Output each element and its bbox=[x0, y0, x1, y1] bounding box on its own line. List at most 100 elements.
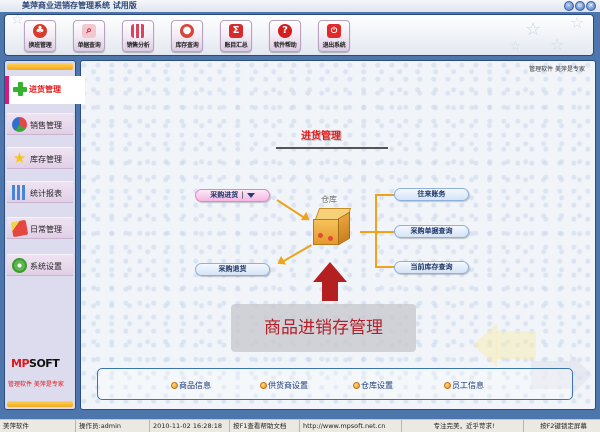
sidebar-item-label: 系统设置 bbox=[30, 262, 62, 271]
main-slogan: 管理软件 美萍是专家 bbox=[529, 66, 585, 73]
flow-arrow-out bbox=[281, 244, 312, 263]
sidebar-item-label: 进货管理 bbox=[29, 85, 61, 94]
up-arrow-stem bbox=[322, 281, 338, 301]
bar-chart-icon: ▮ bbox=[131, 24, 145, 38]
sidebar-item-sales[interactable]: 销售管理 bbox=[7, 113, 73, 135]
current-stock-query-button[interactable]: 当前库存查询 bbox=[394, 261, 469, 274]
toolbar-button-label: 退出系统 bbox=[322, 42, 346, 49]
bracket-connector bbox=[375, 231, 395, 233]
stock-icon: ● bbox=[180, 24, 194, 38]
power-icon: ⏻ bbox=[327, 24, 341, 38]
sidebar-item-label: 统计报表 bbox=[30, 189, 62, 198]
star-icon: ★ bbox=[12, 149, 27, 167]
restore-button[interactable]: ▫ bbox=[575, 1, 585, 11]
section-divider bbox=[276, 147, 388, 149]
toolbar-button-label: 换班管理 bbox=[28, 42, 52, 49]
sidebar-item-label: 日常管理 bbox=[30, 225, 62, 234]
bracket-connector bbox=[375, 266, 395, 268]
close-button[interactable]: × bbox=[586, 1, 596, 11]
sidebar: 进货管理 销售管理 ★ 库存管理 统计报表 日常管理 系统设置 MPSOFT 管… bbox=[4, 60, 85, 410]
window-title: 美萍商业进销存管理系统 试用版 bbox=[22, 1, 137, 10]
minimize-icon: – bbox=[567, 2, 571, 9]
sidebar-item-label: 库存管理 bbox=[30, 155, 62, 164]
toolbar-button-label: 销售分析 bbox=[126, 42, 150, 49]
dropdown-caret-icon[interactable] bbox=[246, 192, 255, 198]
star-decoration-icon: ☆ bbox=[11, 14, 24, 28]
forward-arrow-icon[interactable] bbox=[570, 353, 592, 397]
title-bar[interactable]: 美萍商业进销存管理系统 试用版 – ▫ × bbox=[0, 0, 600, 12]
quick-link-employee-info[interactable]: 员工信息 bbox=[444, 380, 484, 391]
toolbar-bill-query-button[interactable]: ⌕ 单据查询 bbox=[73, 20, 105, 52]
up-arrow-icon bbox=[313, 262, 347, 282]
magnifier-icon: ⌕ bbox=[82, 24, 96, 38]
bar-chart-icon bbox=[12, 185, 27, 200]
toolbar-button-label: 库存查询 bbox=[175, 42, 199, 49]
back-arrow-icon[interactable] bbox=[473, 323, 497, 367]
window-controls: – ▫ × bbox=[564, 1, 596, 11]
back-arrow-body[interactable] bbox=[496, 331, 536, 359]
toolbar-help-button[interactable]: ? 软件帮助 bbox=[269, 20, 301, 52]
status-app-name: 美萍软件 bbox=[0, 420, 76, 432]
sidebar-item-label: 销售管理 bbox=[30, 121, 62, 130]
sidebar-top-strip bbox=[7, 63, 73, 70]
warehouse-box-icon bbox=[313, 208, 353, 246]
status-motto: 专注完美，近乎苛求! bbox=[402, 420, 524, 432]
purchase-in-label: 采购进货 bbox=[210, 191, 239, 199]
status-datetime: 2010-11-02 16:28:18 bbox=[150, 420, 230, 432]
star-decoration-icon: ☆ bbox=[510, 39, 521, 53]
restore-icon: ▫ bbox=[577, 2, 583, 9]
forward-arrow-body[interactable] bbox=[531, 361, 571, 389]
bullet-icon bbox=[444, 382, 451, 389]
toolbar-sales-analysis-button[interactable]: ▮ 销售分析 bbox=[122, 20, 154, 52]
quick-link-supplier-settings[interactable]: 供货商设置 bbox=[260, 380, 308, 391]
pie-chart-icon bbox=[12, 117, 27, 132]
gear-icon bbox=[12, 258, 27, 273]
toolbar: ☆ ☆ ☆ ☆ ☆ ☆ ♣ 换班管理 ⌕ 单据查询 ▮ 销售分析 ● 库存查询 … bbox=[4, 14, 594, 56]
accounts-button[interactable]: 往来账务 bbox=[394, 188, 469, 201]
toolbar-frame: ☆ ☆ ☆ ☆ ☆ ☆ ♣ 换班管理 ⌕ 单据查询 ▮ 销售分析 ● 库存查询 … bbox=[0, 12, 600, 58]
toolbar-exit-button[interactable]: ⏻ 退出系统 bbox=[318, 20, 350, 52]
status-website: http://www.mpsoft.net.cn bbox=[300, 420, 402, 432]
bracket-connector bbox=[360, 231, 376, 233]
purchase-in-button[interactable]: 采购进货| bbox=[195, 189, 270, 202]
close-icon: × bbox=[588, 2, 594, 9]
sidebar-item-daily[interactable]: 日常管理 bbox=[7, 217, 73, 239]
sidebar-item-inventory[interactable]: ★ 库存管理 bbox=[7, 147, 73, 169]
toolbar-shift-button[interactable]: ♣ 换班管理 bbox=[24, 20, 56, 52]
bullet-icon bbox=[260, 382, 267, 389]
sidebar-item-purchase[interactable]: 进货管理 bbox=[5, 76, 85, 104]
toolbar-button-label: 软件帮助 bbox=[273, 42, 297, 49]
status-bar: 美萍软件 操作员:admin 2010-11-02 16:28:18 按F1查看… bbox=[0, 419, 600, 432]
quick-links-panel: 商品信息 供货商设置 仓库设置 员工信息 bbox=[97, 368, 573, 400]
section-title: 进货管理 bbox=[301, 131, 341, 142]
plus-icon bbox=[13, 82, 27, 96]
bullet-icon bbox=[171, 382, 178, 389]
toolbar-button-label: 账目汇总 bbox=[224, 42, 248, 49]
shift-users-icon: ♣ bbox=[33, 24, 47, 38]
module-banner: 商品进销存管理 bbox=[231, 304, 416, 352]
purchase-return-button[interactable]: 采购退货 bbox=[195, 263, 270, 276]
status-help-hint: 按F1查看帮助文档 bbox=[230, 420, 300, 432]
status-lock-hint: 按F2键锁定屏幕 bbox=[540, 422, 587, 430]
sidebar-item-reports[interactable]: 统计报表 bbox=[7, 181, 73, 203]
sigma-icon: Σ bbox=[229, 24, 243, 38]
star-decoration-icon: ☆ bbox=[525, 19, 542, 40]
sidebar-item-settings[interactable]: 系统设置 bbox=[7, 254, 73, 276]
status-operator: 操作员:admin bbox=[76, 420, 150, 432]
warehouse-label: 仓库 bbox=[321, 195, 337, 204]
quick-link-warehouse-settings[interactable]: 仓库设置 bbox=[353, 380, 393, 391]
flow-arrow-in bbox=[276, 199, 307, 220]
bracket-connector bbox=[375, 194, 377, 267]
toolbar-account-summary-button[interactable]: Σ 账目汇总 bbox=[220, 20, 252, 52]
arrow-head-icon bbox=[274, 255, 287, 269]
toolbar-button-label: 单据查询 bbox=[77, 42, 101, 49]
purchase-bill-query-button[interactable]: 采购单据查询 bbox=[394, 225, 469, 238]
minimize-button[interactable]: – bbox=[564, 1, 574, 11]
quick-link-product-info[interactable]: 商品信息 bbox=[171, 380, 211, 391]
toolbar-stock-query-button[interactable]: ● 库存查询 bbox=[171, 20, 203, 52]
bracket-connector bbox=[375, 194, 395, 196]
brush-icon bbox=[10, 219, 29, 238]
sidebar-bottom-strip bbox=[7, 401, 73, 407]
arrow-head-icon bbox=[300, 211, 313, 225]
sidebar-slogan: 管理软件 美萍是专家 bbox=[8, 381, 64, 388]
